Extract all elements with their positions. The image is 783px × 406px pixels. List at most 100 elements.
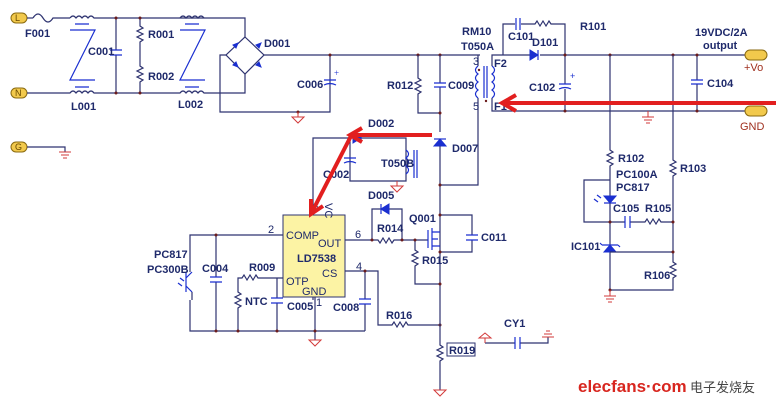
label-brand: elecfans·com — [578, 377, 687, 396]
label-pc300b: PC300B — [147, 264, 189, 276]
label-line1: 19VDC/2A — [695, 27, 748, 39]
wire — [440, 214, 473, 253]
wire — [214, 233, 218, 237]
watermark-logo: elecfans·com 电子发烧友 — [578, 377, 755, 396]
wire — [491, 98, 755, 112]
label-vo-plus: +Vo — [744, 62, 763, 74]
wire — [179, 15, 205, 19]
wire — [583, 179, 673, 226]
label-d005: D005 — [368, 190, 394, 202]
wire — [189, 234, 365, 332]
label-r019: R019 — [449, 345, 475, 357]
wire — [744, 49, 768, 61]
label-comp: COMP — [286, 230, 319, 242]
wire — [380, 203, 390, 215]
label-c101: C101 — [508, 31, 534, 43]
resistor-R009 — [233, 273, 283, 331]
wire — [225, 36, 265, 75]
wire — [363, 269, 367, 273]
choke-L001 — [69, 23, 96, 88]
transformer-T050B — [405, 149, 418, 178]
capacitor-C009 — [434, 82, 446, 88]
wire — [427, 228, 440, 250]
label-c009: C009 — [448, 80, 474, 92]
terminal-N: N — [10, 87, 28, 99]
label-line: L — [15, 13, 20, 23]
wire — [497, 93, 517, 113]
wire — [529, 49, 539, 61]
label-c006: C006 — [297, 79, 323, 91]
label-q001: Q001 — [409, 213, 436, 225]
label-r001: R001 — [148, 29, 174, 41]
terminal-gnd — [744, 105, 768, 117]
label-line2: output — [703, 40, 738, 52]
wire — [236, 329, 240, 333]
terminal-G: G — [10, 141, 28, 153]
optocoupler-transistor-PC300B — [177, 262, 193, 300]
capacitor-C101 — [515, 18, 521, 30]
earth-ground-icon — [642, 111, 654, 124]
label-c008: C008 — [333, 302, 359, 314]
diode-D005 — [380, 203, 390, 215]
wire — [502, 19, 566, 55]
label-t050a: T050A — [461, 41, 494, 53]
wire — [432, 138, 448, 147]
label-d101: D101 — [532, 37, 558, 49]
resistor-R014 — [372, 236, 428, 245]
optocoupler-led-PC100A — [593, 194, 618, 204]
label-out: OUT — [318, 238, 342, 250]
label-pin-out: 6 — [355, 229, 361, 241]
label-r101: R101 — [580, 21, 606, 33]
wire — [477, 330, 554, 343]
annotation-arrow-aux — [309, 126, 432, 218]
label-pc817-pri: PC817 — [154, 249, 188, 261]
wire — [563, 109, 567, 113]
wire — [440, 55, 479, 186]
label-ground: G — [15, 142, 22, 152]
wire — [214, 329, 218, 333]
label-c004: C004 — [202, 263, 229, 275]
label-chinese: 电子发烧友 — [690, 380, 755, 396]
label-r012: R012 — [387, 80, 413, 92]
wire — [438, 213, 442, 217]
wire — [138, 16, 142, 20]
wire — [69, 15, 246, 37]
label-r015: R015 — [422, 255, 448, 267]
label-neutral: N — [15, 88, 22, 98]
bridge-rectifier-D001 — [225, 36, 265, 75]
wire — [744, 105, 768, 117]
capacitor-C011 — [466, 234, 478, 241]
label-d007: D007 — [452, 143, 478, 155]
label-otp: OTP — [286, 276, 309, 288]
wire — [310, 135, 353, 213]
fuse-F001 — [32, 13, 70, 23]
terminal-vo-plus — [744, 49, 768, 61]
label-c001: C001 — [88, 46, 114, 58]
resistor-R103 — [610, 55, 678, 291]
label-r002: R002 — [148, 71, 174, 83]
wire — [438, 183, 442, 187]
wire — [27, 146, 66, 152]
wire — [177, 271, 193, 293]
label-vcc: VC — [322, 203, 334, 218]
capacitor-C001 — [110, 49, 122, 56]
resistor-R012 — [413, 55, 440, 114]
label-gnd: GND — [740, 121, 765, 133]
label-c102: C102 — [529, 82, 555, 94]
capacitor-C105 — [624, 216, 631, 228]
wire — [307, 339, 323, 347]
label-pin-comp: 2 — [268, 224, 274, 236]
label-r103: R103 — [680, 163, 706, 175]
label-cy1: CY1 — [504, 318, 525, 330]
wire — [345, 270, 440, 329]
terminal-L: L — [10, 12, 28, 24]
diode-D101 — [529, 49, 539, 61]
label-ic101: IC101 — [571, 241, 600, 253]
wire — [309, 199, 325, 218]
wire — [313, 329, 317, 333]
wire — [413, 238, 417, 242]
wire — [671, 220, 675, 224]
capacitor-C104 — [691, 79, 703, 85]
resistor-R015 — [410, 240, 440, 285]
